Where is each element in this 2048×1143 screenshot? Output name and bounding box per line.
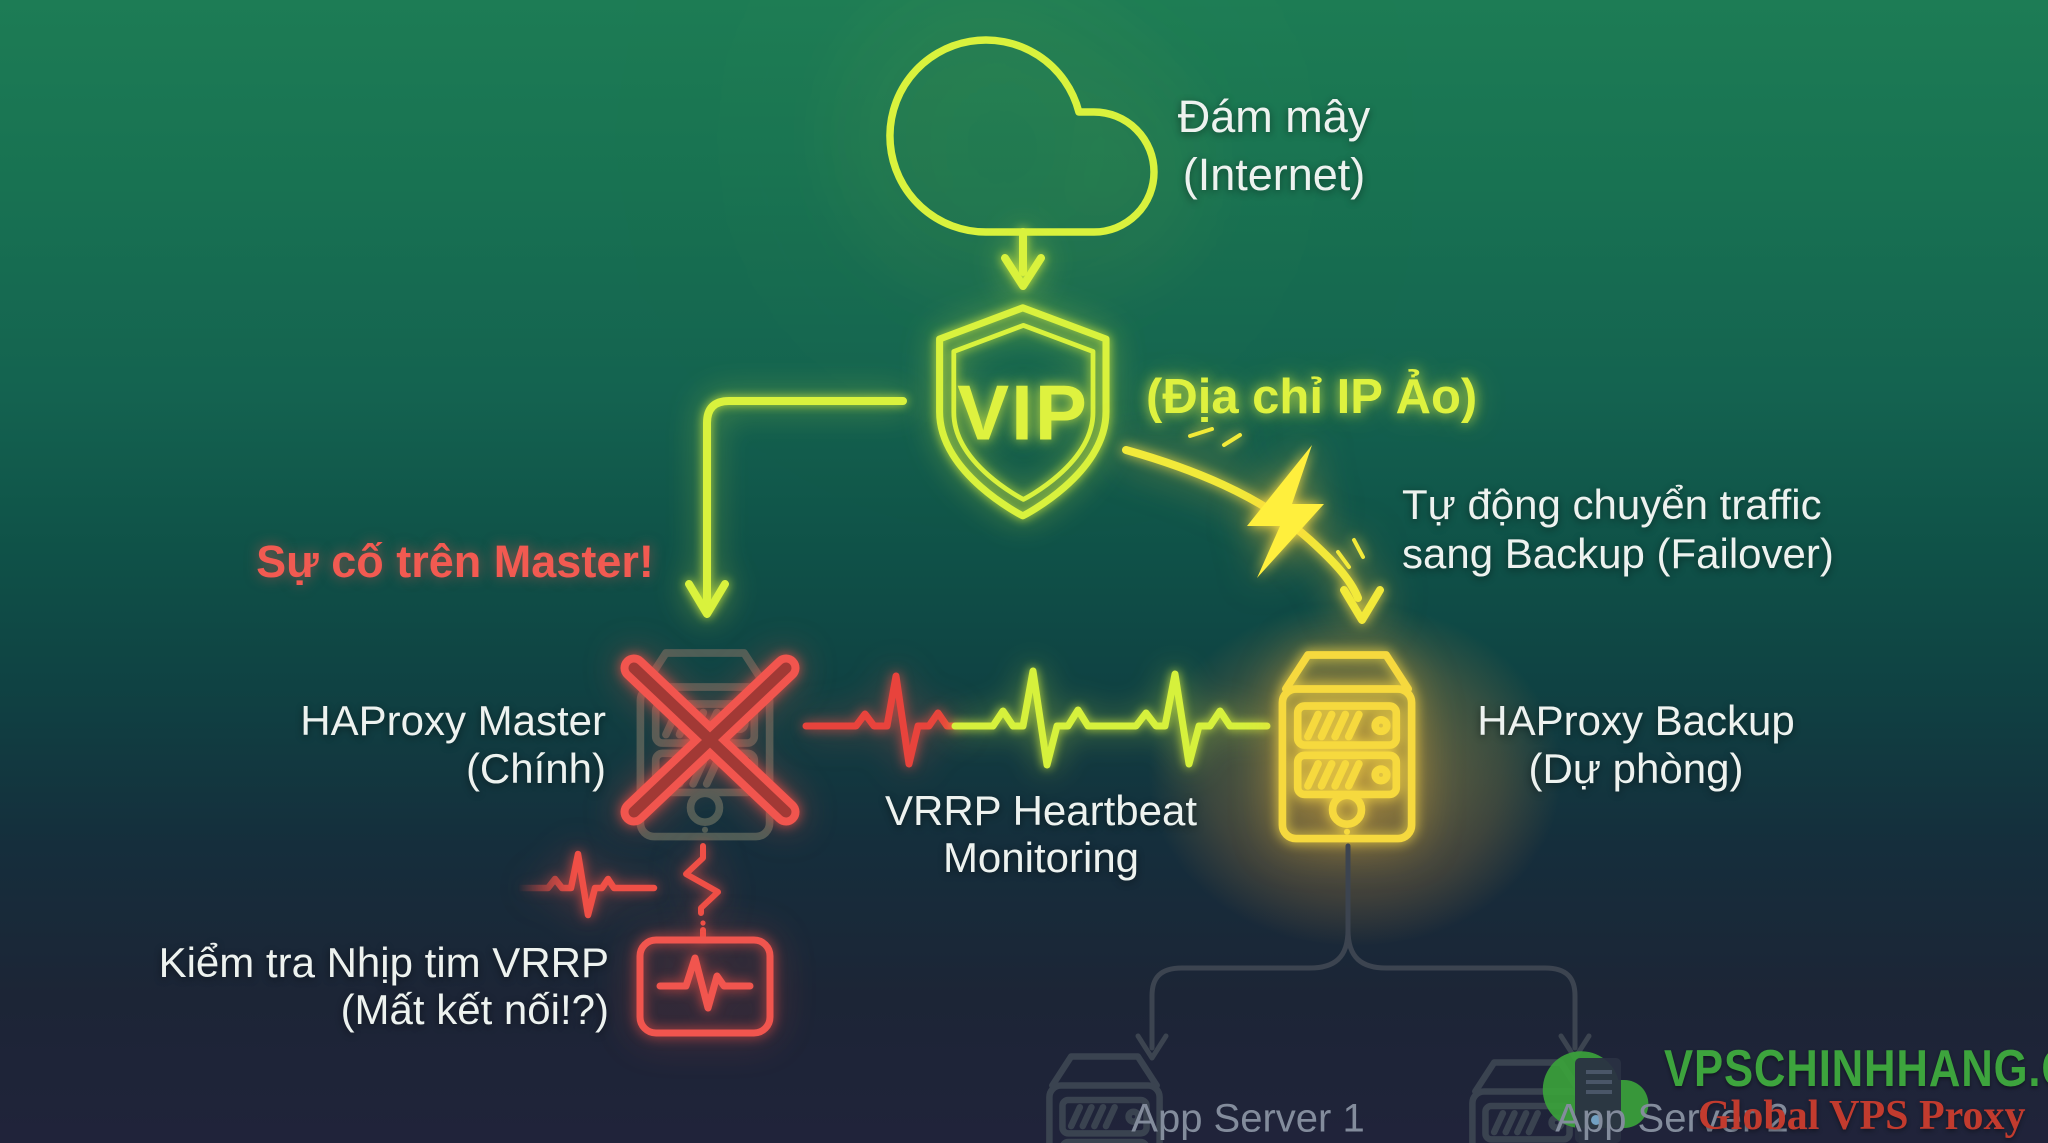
backup-name-line2: (Dự phòng): [1528, 745, 1744, 792]
backup-server-label: HAProxy Backup (Dự phòng): [1477, 697, 1794, 793]
vip-shield-icon: [936, 304, 1110, 520]
heartbeat-line1: VRRP Heartbeat: [884, 787, 1198, 834]
failover-line1: Tự động chuyển traffic: [1402, 481, 1822, 528]
app-server-2-label: App Server 2: [1555, 1096, 1789, 1141]
healthcheck-line1: Kiểm tra Nhịp tim VRRP: [158, 939, 609, 986]
watermark-logo: [1542, 1051, 1649, 1143]
master-alert: Sự cố trên Master!: [256, 536, 654, 587]
cloud-label-line1: Đám mây: [1177, 91, 1371, 142]
backup-server-icon: [1282, 655, 1411, 839]
master-server-label: HAProxy Master (Chính): [300, 697, 606, 793]
heartbeat-line2: Monitoring: [942, 834, 1140, 881]
backup-name-line1: HAProxy Backup: [1477, 697, 1795, 744]
healthcheck-label: Kiểm tra Nhịp tim VRRP (Mất kết nối!?): [159, 939, 609, 1033]
ekg-green-line: [951, 667, 1271, 769]
watermark-site: VPSCHINHHANG.COM: [1664, 1040, 2048, 1098]
heartbeat-monitor-icon: [636, 936, 774, 1037]
cloud-label: Đám mây (Internet): [1178, 88, 1371, 204]
failover-note: Tự động chuyển traffic sang Backup (Fail…: [1402, 480, 1834, 578]
ekg-red-line: [802, 672, 959, 768]
vip-to-master-arrow: [685, 397, 907, 618]
vip-caption: (Địa chỉ IP Ảo): [1146, 370, 1478, 424]
cloud-to-vip-arrow: [1001, 228, 1045, 290]
ekg-fading-line: [514, 850, 658, 919]
branch-connector: [1135, 843, 1592, 1061]
broken-link-line: [683, 843, 721, 943]
app-server-1-label: App Server 1: [1131, 1096, 1365, 1141]
lightning-bolt-icon: [1247, 445, 1324, 578]
failover-line2: sang Backup (Failover): [1402, 530, 1834, 577]
master-name-line1: HAProxy Master: [300, 697, 606, 744]
heartbeat-label: VRRP Heartbeat Monitoring: [885, 787, 1197, 881]
vip-badge: VIP: [957, 368, 1089, 457]
master-name-line2: (Chính): [465, 745, 606, 792]
healthcheck-line2: (Mất kết nối!?): [340, 986, 609, 1033]
cloud-icon: [886, 36, 1158, 236]
watermark-tagline: Global VPS Proxy: [1698, 1093, 2026, 1139]
cloud-label-line2: (Internet): [1182, 149, 1366, 200]
failure-cross-icon: [620, 654, 800, 826]
